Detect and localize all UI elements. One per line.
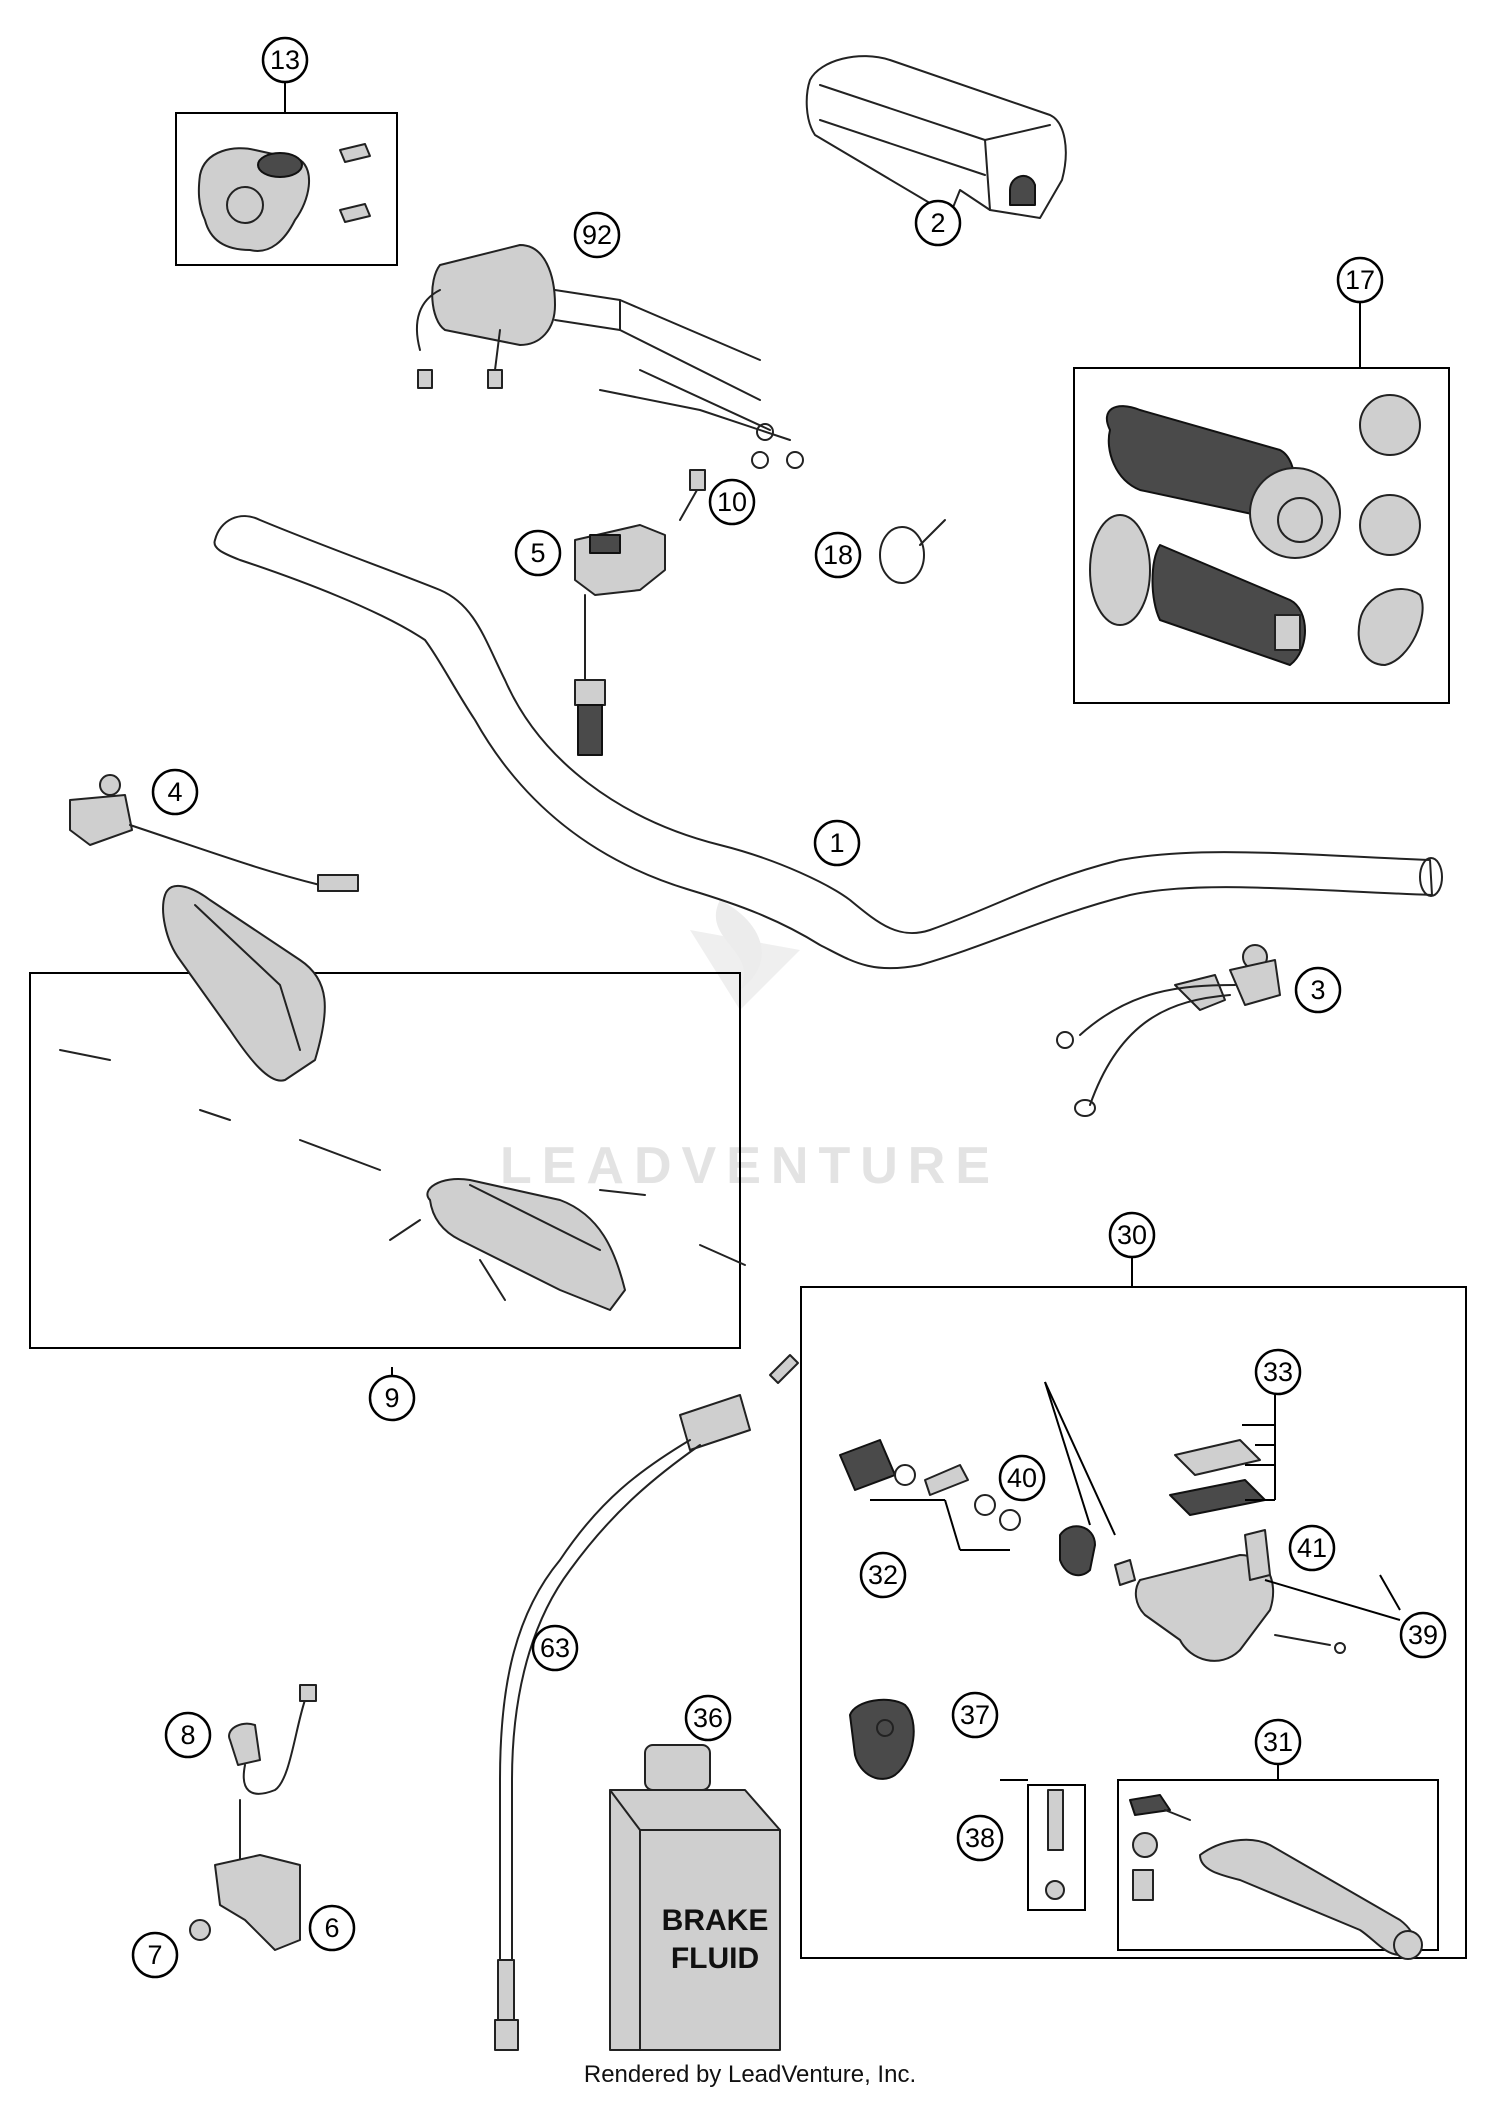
switch-5-drawing — [574, 524, 666, 756]
callout-17: 17 — [1336, 256, 1384, 304]
svg-text:1: 1 — [829, 828, 844, 858]
brake-line-63-drawing — [494, 1354, 799, 2051]
callouts: 13 2 92 17 10 5 18 4 1 3 30 9 33 40 41 3… — [131, 36, 1447, 1979]
callout-6: 6 — [308, 1904, 356, 1952]
watermark-text: LEADVENTURE — [500, 1137, 1000, 1195]
svg-text:38: 38 — [965, 1823, 995, 1853]
callout-41: 41 — [1288, 1524, 1336, 1572]
grips-17-drawing — [1089, 394, 1424, 666]
svg-text:36: 36 — [693, 1703, 723, 1733]
footer-credit: Rendered by LeadVenture, Inc. — [584, 2061, 916, 2088]
bottle-label-brake: BRAKE — [662, 1904, 769, 1937]
frame-17 — [1073, 367, 1450, 704]
callout-5: 5 — [514, 529, 562, 577]
callout-33: 33 — [1254, 1348, 1302, 1396]
brake-fluid-bottle-drawing: BRAKE FLUID — [609, 1744, 781, 2051]
callout-92: 92 — [573, 211, 621, 259]
handlebar-pad-drawing — [805, 55, 1067, 219]
callout-2: 2 — [914, 199, 962, 247]
svg-text:9: 9 — [384, 1383, 399, 1413]
svg-text:41: 41 — [1297, 1533, 1327, 1563]
callout-37: 37 — [951, 1691, 999, 1739]
leadventure-watermark: LEADVENTURE — [500, 900, 1000, 1195]
throttle-housing-13-drawing — [197, 143, 371, 252]
svg-text:13: 13 — [270, 45, 300, 75]
frame-13 — [175, 112, 398, 266]
svg-text:30: 30 — [1117, 1220, 1147, 1250]
sensor-group-drawing — [189, 1684, 317, 1951]
svg-text:3: 3 — [1310, 975, 1325, 1005]
handguards-9-drawing — [59, 885, 746, 1311]
frame-30 — [800, 1286, 1467, 1959]
svg-text:92: 92 — [582, 220, 612, 250]
svg-text:40: 40 — [1007, 1463, 1037, 1493]
switch-3-drawing — [1056, 944, 1281, 1117]
callout-13: 13 — [261, 36, 309, 84]
svg-text:6: 6 — [324, 1913, 339, 1943]
svg-text:7: 7 — [147, 1940, 162, 1970]
svg-text:2: 2 — [930, 208, 945, 238]
svg-text:5: 5 — [530, 538, 545, 568]
handlebar-drawing — [213, 515, 1443, 970]
callout-63: 63 — [531, 1624, 579, 1672]
switch-4-drawing — [69, 774, 359, 892]
leader-lines — [284, 82, 1401, 1781]
callout-30: 30 — [1108, 1211, 1156, 1259]
frame-38 — [1027, 1784, 1086, 1911]
callout-9: 9 — [368, 1374, 416, 1422]
callout-3: 3 — [1294, 966, 1342, 1014]
callout-31: 31 — [1254, 1718, 1302, 1766]
screw-10-drawing — [679, 469, 706, 521]
svg-text:18: 18 — [823, 540, 853, 570]
svg-text:31: 31 — [1263, 1727, 1293, 1757]
throttle-assembly-drawing — [415, 244, 804, 469]
callout-32: 32 — [859, 1551, 907, 1599]
callout-39: 39 — [1399, 1611, 1447, 1659]
svg-text:37: 37 — [960, 1700, 990, 1730]
svg-text:4: 4 — [167, 777, 182, 807]
frame-9 — [29, 972, 741, 1349]
callout-8: 8 — [164, 1711, 212, 1759]
svg-text:63: 63 — [540, 1633, 570, 1663]
callout-1: 1 — [813, 819, 861, 867]
svg-text:39: 39 — [1408, 1620, 1438, 1650]
svg-text:17: 17 — [1345, 265, 1375, 295]
callout-4: 4 — [151, 768, 199, 816]
callout-40: 40 — [998, 1454, 1046, 1502]
callout-7: 7 — [131, 1931, 179, 1979]
callout-18: 18 — [814, 531, 862, 579]
master-cylinder-group-drawing — [839, 1439, 1423, 1960]
svg-text:32: 32 — [868, 1560, 898, 1590]
callout-36: 36 — [684, 1694, 732, 1742]
callout-38: 38 — [956, 1814, 1004, 1862]
callout-10: 10 — [708, 478, 756, 526]
cable-tie-18-drawing — [879, 519, 946, 584]
svg-text:10: 10 — [717, 487, 747, 517]
bottle-label-fluid: FLUID — [671, 1942, 759, 1975]
svg-text:33: 33 — [1263, 1357, 1293, 1387]
svg-text:8: 8 — [180, 1720, 195, 1750]
